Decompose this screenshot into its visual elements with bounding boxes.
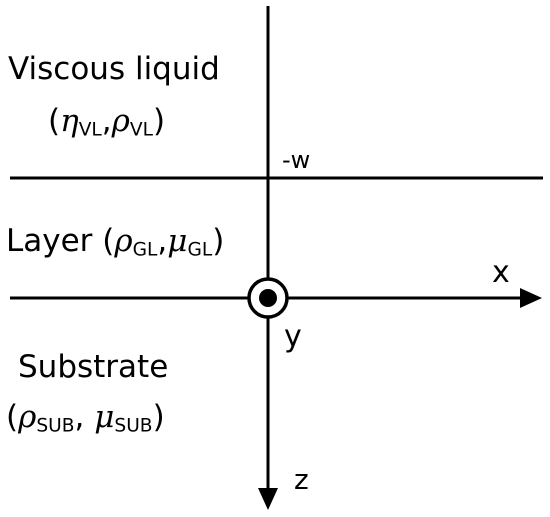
substrate-rho-subscript: SUB (36, 415, 75, 437)
interface-label: -w (282, 146, 311, 174)
viscous-liquid-params: (ηVL,ρVL) (48, 106, 165, 140)
layer-name: Layer (6, 223, 93, 259)
y-axis-label: y (284, 319, 302, 354)
viscous-liquid-open: ( (48, 103, 61, 139)
substrate-name: Substrate (18, 349, 169, 385)
substrate-separator: , (74, 399, 95, 435)
viscous-liquid-rho-subscript: VL (129, 119, 153, 141)
layer-rho-subscript: GL (132, 239, 158, 261)
x-axis-arrowhead (520, 288, 542, 308)
z-axis-arrowhead (258, 488, 278, 510)
layer-rho-symbol: ρ (114, 223, 133, 259)
viscous-liquid-eta-subscript: VL (78, 119, 102, 141)
layer-mu-symbol: μ (167, 223, 188, 259)
y-axis-out-of-page-dot (259, 289, 277, 307)
substrate-close: ) (152, 399, 165, 435)
layer-close: ) (212, 223, 225, 259)
x-axis-label: x (492, 255, 510, 290)
layer-mu-subscript: GL (187, 239, 213, 261)
layer-label: Layer (ρGL,μGL) (6, 226, 224, 260)
substrate-open: ( (6, 399, 19, 435)
viscous-liquid-rho-symbol: ρ (111, 103, 130, 139)
viscous-liquid-separator: , (101, 103, 112, 139)
substrate-mu-subscript: SUB (114, 415, 153, 437)
viscous-liquid-name: Viscous liquid (8, 51, 220, 87)
viscous-liquid-eta-symbol: η (60, 103, 79, 139)
viscous-liquid-close: ) (152, 103, 166, 139)
substrate-mu-symbol: μ (94, 399, 115, 435)
layer-separator: , (157, 223, 168, 259)
layer-open: ( (102, 223, 115, 259)
substrate-params: (ρSUB, μSUB) (6, 402, 165, 436)
z-axis-label: z (294, 463, 309, 496)
substrate-rho-symbol: ρ (18, 399, 37, 435)
